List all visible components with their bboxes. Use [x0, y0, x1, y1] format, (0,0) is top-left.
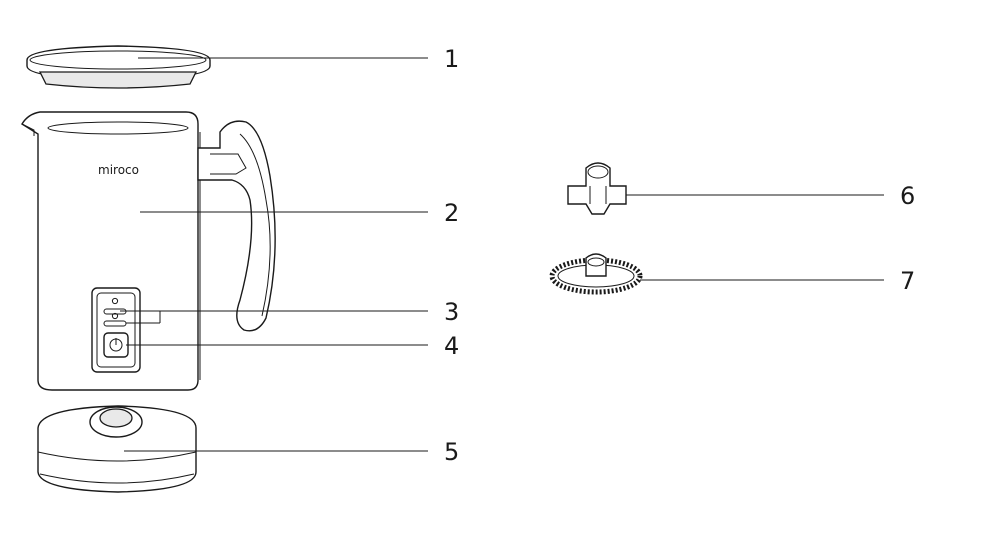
- callout-3: 3: [444, 298, 459, 326]
- callout-1: 1: [444, 45, 459, 73]
- base: [37, 405, 197, 493]
- whisk-attachment: [567, 162, 627, 215]
- spring-whisk: [549, 253, 643, 295]
- lid: [26, 45, 211, 89]
- callout-4: 4: [444, 332, 459, 360]
- callout-7: 7: [900, 267, 915, 295]
- leader-lines: [120, 57, 884, 452]
- callout-5: 5: [444, 438, 459, 466]
- callout-2: 2: [444, 199, 459, 227]
- callout-labels: 1 2 3 4 5 6 7: [444, 45, 915, 466]
- brand-logo-text: miroco: [98, 163, 139, 177]
- jug: miroco: [21, 111, 276, 391]
- callout-6: 6: [900, 182, 915, 210]
